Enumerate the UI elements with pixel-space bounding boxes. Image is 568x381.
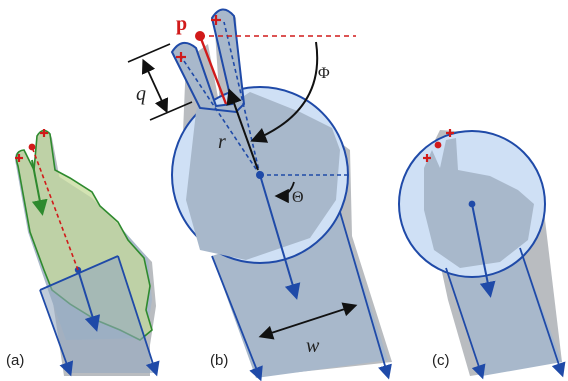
panel-c: (c) bbox=[398, 129, 566, 380]
label-r: r bbox=[218, 131, 226, 153]
forearm-arrow-left-c bbox=[445, 267, 486, 380]
panel-label-b: (b) bbox=[210, 352, 228, 369]
panel-b: p r Φ Θ q w (b) bbox=[127, 8, 392, 381]
forearm-arrow-right-c bbox=[519, 247, 566, 378]
forearm-c bbox=[446, 248, 562, 376]
phi-arc bbox=[250, 41, 319, 143]
axis-arrow-b bbox=[259, 174, 301, 300]
label-w: w bbox=[306, 335, 320, 357]
r-arrow bbox=[226, 88, 259, 171]
forearm-arrow-left-a bbox=[39, 289, 74, 377]
forearm-arrow-right-b bbox=[339, 211, 392, 380]
plus-marker-b2 bbox=[211, 15, 221, 25]
finger-axis-2-b bbox=[223, 21, 261, 176]
label-p: p bbox=[176, 13, 187, 35]
panel-a: (a) bbox=[6, 129, 160, 377]
label-q: q bbox=[136, 83, 146, 105]
q-tick-top bbox=[127, 43, 171, 63]
fingers-b bbox=[170, 8, 246, 114]
center-point-b bbox=[256, 171, 264, 179]
forearm-arrow-left-b bbox=[211, 255, 263, 381]
finger-axis-1-b bbox=[181, 57, 261, 176]
plus-marker-a1 bbox=[15, 154, 23, 162]
red-finger-line-b bbox=[198, 35, 228, 105]
hand-inside-circle-b bbox=[186, 78, 340, 260]
plus-marker-b1 bbox=[176, 52, 186, 62]
fingertip-point-a bbox=[28, 143, 36, 151]
q-dimension-arrow bbox=[141, 58, 169, 114]
panel-label-c: (c) bbox=[432, 352, 450, 369]
axis-arrow-a bbox=[77, 269, 101, 332]
green-arrow-a bbox=[31, 159, 48, 216]
w-dimension-arrow bbox=[258, 302, 358, 340]
forearm-arrow-right-a bbox=[117, 255, 160, 377]
q-tick-bottom bbox=[149, 101, 193, 121]
theta-arc bbox=[274, 181, 295, 204]
center-point-c bbox=[468, 200, 476, 208]
red-dashed-line-a bbox=[31, 146, 79, 271]
axis-arrow-c bbox=[471, 203, 496, 298]
plus-marker-c2 bbox=[446, 129, 454, 137]
fingertip-point-c bbox=[434, 141, 442, 149]
panel-label-a: (a) bbox=[6, 352, 24, 369]
plus-marker-a2 bbox=[40, 129, 48, 137]
point-p-b bbox=[195, 31, 205, 41]
label-theta: Θ bbox=[292, 189, 304, 206]
hand-inside-circle-c bbox=[424, 138, 534, 268]
label-phi: Φ bbox=[318, 65, 330, 82]
plus-marker-c1 bbox=[423, 154, 431, 162]
